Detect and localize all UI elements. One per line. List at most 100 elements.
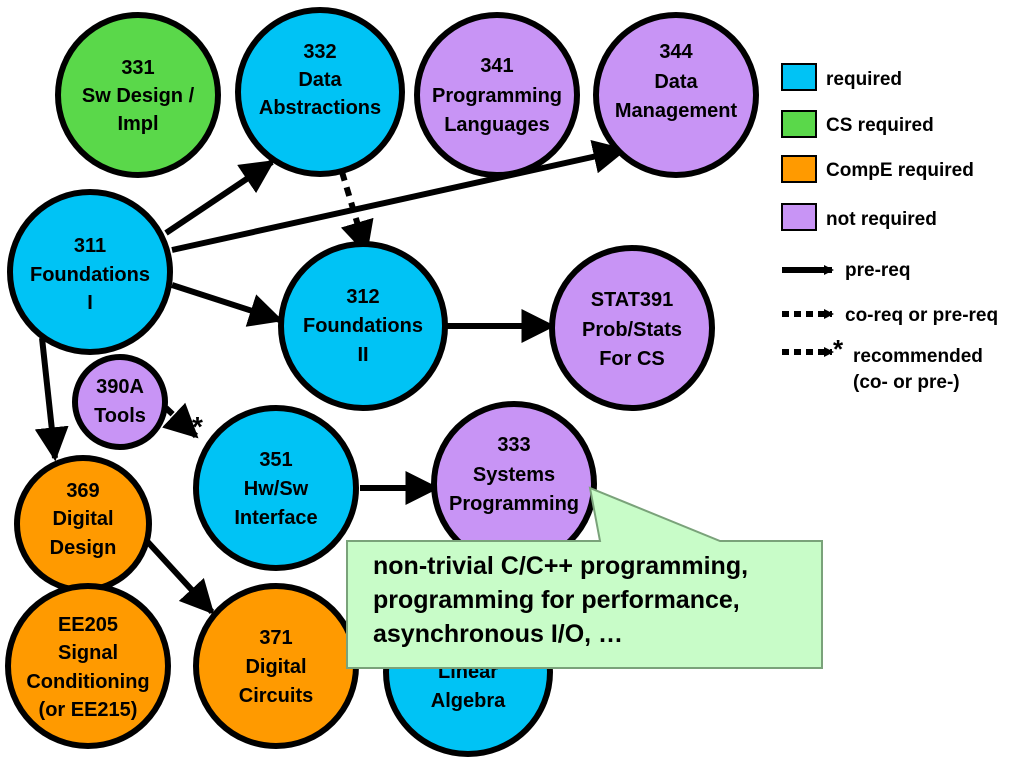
callout-line-1: non-trivial C/C++ programming,: [373, 552, 748, 580]
node-344-label-3: Management: [615, 100, 738, 122]
node-351-label-3: Interface: [234, 507, 317, 529]
node-369-label-3: Design: [50, 537, 117, 559]
legend-not-required: not required: [781, 203, 937, 231]
legend-swatch-required: [781, 63, 817, 91]
legend-prereq: pre-req: [782, 260, 910, 281]
callout-333: non-trivial C/C++ programming, programmi…: [346, 486, 823, 669]
node-369-label-2: Digital: [52, 508, 113, 530]
edge-311-to-344: [171, 140, 628, 253]
node-ee205-circle: [5, 583, 171, 749]
node-331-label-2: Sw Design /: [82, 85, 195, 107]
legend-label-recommended-sub: (co- or pre-): [853, 372, 960, 393]
node-312-label-1: 312: [346, 286, 379, 308]
node-312-label-3: II: [357, 344, 368, 366]
node-ee205: EE205 Signal Conditioning (or EE215): [5, 583, 171, 749]
node-331-label-3: Impl: [117, 113, 158, 135]
node-369-label-1: 369: [66, 480, 99, 502]
legend-label-recommended: recommended: [853, 346, 983, 367]
node-ee205-label-4: (or EE215): [39, 699, 138, 721]
node-371: 371 Digital Circuits: [193, 583, 359, 749]
node-331-label-1: 331: [121, 57, 154, 79]
edge-311-to-312: [171, 282, 284, 327]
node-312-label-2: Foundations: [303, 315, 423, 337]
legend-label-not-required: not required: [826, 209, 937, 230]
node-stat391-label-1: STAT391: [591, 289, 674, 311]
node-stat391: STAT391 Prob/Stats For CS: [549, 245, 715, 411]
legend-cs-required: CS required: [781, 110, 934, 138]
node-ee205-label-3: Conditioning: [26, 671, 149, 693]
node-333-label-2: Systems: [473, 464, 555, 486]
node-344: 344 Data Management: [593, 12, 759, 178]
node-311-label-3: I: [87, 292, 93, 314]
node-344-label-2: Data: [654, 71, 698, 93]
node-351-label-1: 351: [259, 449, 292, 471]
edge-369-to-371: [143, 537, 215, 615]
node-331-circle: [55, 12, 221, 178]
node-390a-label-2: Tools: [94, 405, 146, 427]
node-312: 312 Foundations II: [278, 241, 448, 411]
node-332-label-2: Data: [298, 69, 342, 91]
node-369: 369 Digital Design: [14, 455, 152, 593]
edge-332-to-312-coreq: [339, 171, 374, 256]
edge-390a-to-351-recommended: [162, 402, 199, 439]
node-341-label-1: 341: [480, 55, 513, 77]
node-311-label-2: Foundations: [30, 264, 150, 286]
node-332-label-1: 332: [303, 41, 336, 63]
node-371-label-2: Digital: [245, 656, 306, 678]
node-311-label-1: 311: [74, 235, 106, 257]
node-371-label-1: 371: [259, 627, 292, 649]
node-331: 331 Sw Design / Impl: [55, 12, 221, 178]
node-351-label-2: Hw/Sw: [244, 478, 309, 500]
legend-label-compe-required: CompE required: [826, 160, 974, 181]
node-344-label-1: 344: [659, 41, 693, 63]
node-341-circle: [414, 12, 580, 178]
node-344-circle: [593, 12, 759, 178]
legend-label-prereq: pre-req: [845, 260, 910, 281]
node-332: 332 Data Abstractions: [235, 7, 405, 177]
node-390a-circle: [72, 354, 168, 450]
node-341-label-2: Programming: [432, 85, 562, 107]
node-332-circle: [235, 7, 405, 177]
node-stat391-label-2: Prob/Stats: [582, 319, 682, 341]
legend-swatch-cs-required: [781, 110, 817, 138]
node-ee205-label-2: Signal: [58, 642, 118, 664]
node-312-circle: [278, 241, 448, 411]
node-311: 311 Foundations I: [7, 189, 173, 355]
recommended-star-390a-351: *: [192, 411, 203, 442]
legend-recommended: * recommended (co- or pre-): [782, 334, 983, 393]
legend-compe-required: CompE required: [781, 155, 974, 183]
node-333: 333 Systems Programming: [431, 401, 597, 567]
node-390a: 390A Tools: [72, 354, 168, 450]
node-351: 351 Hw/Sw Interface: [193, 405, 359, 571]
callout-box: [346, 486, 823, 669]
legend-label-cs-required: CS required: [826, 115, 934, 136]
node-333-label-1: 333: [497, 434, 530, 456]
callout-line-2: programming for performance,: [373, 586, 740, 614]
legend-coreq: co-req or pre-req: [782, 305, 998, 326]
node-332-label-3: Abstractions: [259, 97, 381, 119]
legend: required CS required CompE required not …: [781, 63, 998, 393]
callout-line-3: asynchronous I/O, …: [373, 620, 623, 648]
node-linear-algebra-label-2: Algebra: [431, 690, 506, 712]
legend-swatch-not-required: [781, 203, 817, 231]
legend-label-required: required: [826, 69, 902, 90]
node-stat391-label-3: For CS: [599, 348, 665, 370]
node-371-label-3: Circuits: [239, 685, 313, 707]
node-341: 341 Programming Languages: [414, 12, 580, 178]
edge-311-to-369: [34, 337, 69, 462]
node-341-label-3: Languages: [444, 114, 550, 136]
node-ee205-label-1: EE205: [58, 614, 118, 636]
legend-swatch-compe-required: [781, 155, 817, 183]
legend-recommended-star: *: [833, 334, 844, 364]
node-stat391-circle: [549, 245, 715, 411]
edge-311-to-332: [164, 159, 275, 236]
legend-required: required: [781, 63, 902, 91]
node-390a-label-1: 390A: [96, 376, 144, 398]
node-311-circle: [7, 189, 173, 355]
edges: [34, 140, 628, 615]
node-333-label-3: Programming: [449, 493, 579, 515]
legend-label-coreq: co-req or pre-req: [845, 305, 998, 326]
node-351-circle: [193, 405, 359, 571]
